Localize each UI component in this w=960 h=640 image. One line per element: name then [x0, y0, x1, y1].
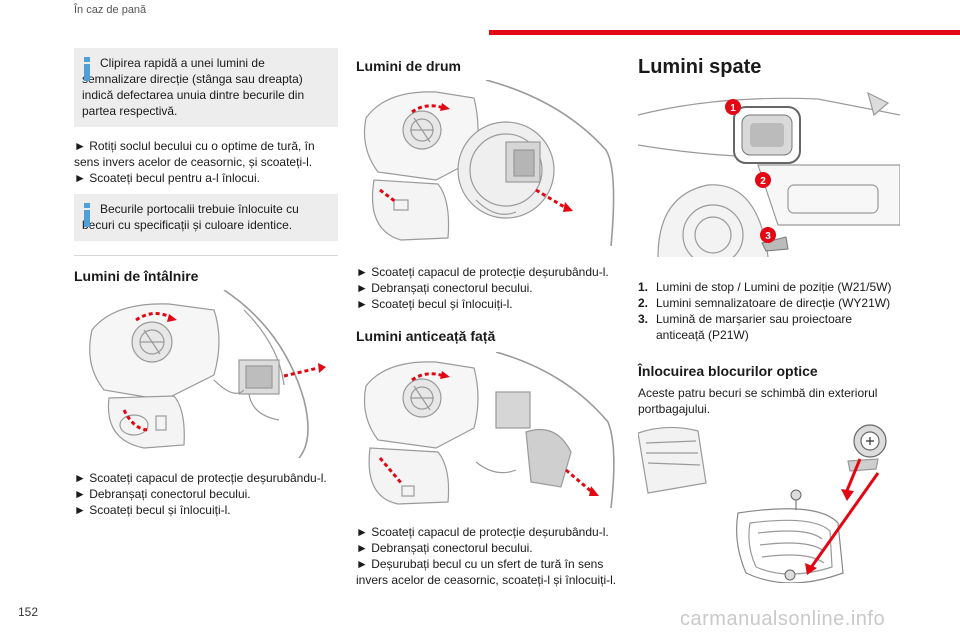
- bulb-list: 1.Lumini de stop / Lumini de poziție (W2…: [638, 279, 900, 343]
- info-icon: [84, 203, 90, 228]
- step: ► Scoateți capacul de protecție deșurubâ…: [356, 525, 609, 539]
- step: ► Scoateți capacul de protecție deșurubâ…: [356, 265, 609, 279]
- step: ► Debranșați conectorul becului.: [356, 541, 533, 555]
- page-number: 152: [18, 605, 39, 619]
- step: ► Scoateți becul și înlocuiți-l.: [74, 503, 231, 517]
- low-beam-illustration: [89, 290, 326, 458]
- note-text: Clipirea rapidă a unei lumini de semnali…: [82, 56, 305, 118]
- list-item: 2.Lumini semnalizatoare de direcție (WY2…: [638, 296, 891, 310]
- header-accent-bar: [489, 30, 960, 35]
- fog-light-illustration: [363, 352, 615, 508]
- step: ► Scoateți becul pentru a-l înlocui.: [74, 171, 260, 185]
- step: ► Debranșați conectorul becului.: [356, 281, 533, 295]
- column-left: Clipirea rapidă a unei lumini de semnali…: [74, 48, 338, 518]
- list-item: 1.Lumini de stop / Lumini de poziție (W2…: [638, 280, 892, 294]
- callout-1: 1: [730, 103, 736, 114]
- info-note: Clipirea rapidă a unei lumini de semnali…: [74, 48, 338, 127]
- high-beam-illustration: [363, 80, 615, 246]
- info-note: Becurile portocalii trebuie înlocuite cu…: [74, 194, 338, 241]
- section-heading: Lumini de drum: [356, 58, 461, 74]
- column-right: Lumini spate 1 2 3 1.Lumini de stop / Lu…: [638, 56, 900, 583]
- callout-3: 3: [765, 231, 771, 242]
- list-item: 3.Lumină de marșarier sau proiectoare an…: [638, 312, 853, 342]
- callout-2: 2: [760, 176, 766, 187]
- column-middle: Lumini de drum ► Scoateți capacul de pro…: [356, 58, 618, 588]
- section-title: Lumini spate: [638, 56, 762, 78]
- header-section: În caz de pană: [74, 4, 147, 16]
- step: ► Scoateți capacul de protecție deșurubâ…: [74, 471, 327, 485]
- section-heading: Lumini de întâlnire: [74, 268, 199, 284]
- step: ► Scoateți becul și înlocuiți-l.: [356, 297, 513, 311]
- step: ► Rotiți soclul becului cu o optime de t…: [74, 139, 315, 169]
- step: ► Debranșați conectorul becului.: [74, 487, 251, 501]
- section-heading: Înlocuirea blocurilor optice: [638, 363, 818, 379]
- note-text: Becurile portocalii trebuie înlocuite cu…: [82, 202, 299, 232]
- watermark: carmanualsonline.info: [680, 608, 886, 630]
- step: ► Deșurubați becul cu un sfert de tură î…: [356, 557, 617, 587]
- rear-lights-illustration: 1 2 3: [638, 91, 900, 257]
- info-icon: [84, 57, 90, 82]
- paragraph: Aceste patru becuri se schimbă din exter…: [638, 386, 878, 416]
- section-heading: Lumini anticeață față: [356, 328, 496, 344]
- optical-block-illustration: [638, 424, 887, 583]
